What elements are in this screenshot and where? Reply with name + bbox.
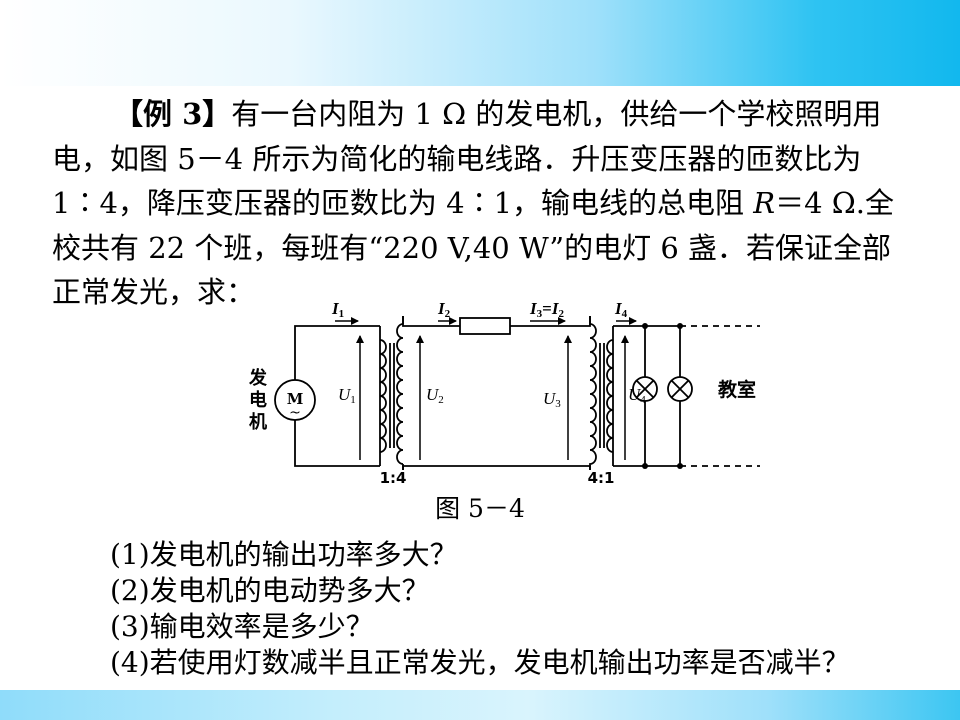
header-gradient-band xyxy=(0,0,960,86)
figure-caption: 图 5－4 xyxy=(435,494,525,523)
problem-text-part1: 有一台内阻为 1 Ω 的发电机，供给一个学校照明用电，如图 5－4 所示为简化的… xyxy=(52,97,882,220)
step-down-primary-coil xyxy=(589,316,597,470)
problem-text-part2: ＝4 Ω.全校共有 22 个班，每班有“220 V,40 W”的电灯 6 盏．若… xyxy=(52,186,895,309)
ac-symbol: ~ xyxy=(289,405,301,421)
u4-label: U4 xyxy=(628,385,646,406)
lamp-2-symbol xyxy=(667,376,693,402)
classroom-label: 教室 xyxy=(718,378,756,401)
lamp-1-symbol xyxy=(632,376,658,402)
u3-label: U3 xyxy=(543,389,561,410)
generator-symbol xyxy=(274,379,316,421)
generator-label-3: 机 xyxy=(249,412,267,433)
question-4: (4)若使用灯数减半且正常发光，发电机输出功率是否减半？ xyxy=(110,646,850,679)
question-1: (1)发电机的输出功率多大？ xyxy=(110,538,458,571)
i1-label: I1 xyxy=(331,299,344,320)
generator-label-1: 发 xyxy=(248,367,268,389)
resistance-symbol: R xyxy=(753,186,776,220)
question-3: (3)输电效率是多少？ xyxy=(110,610,374,643)
i3-label: I3=I2 xyxy=(529,299,564,320)
u1-label: U1 xyxy=(338,385,356,406)
step-up-secondary-coil xyxy=(396,323,404,465)
question-2: (2)发电机的电动势多大？ xyxy=(110,574,430,607)
i2-label: I2 xyxy=(437,299,451,320)
step-up-ratio-label: 1:4 xyxy=(380,469,407,487)
example-label: 【例 3】 xyxy=(114,97,232,131)
generator-label-2: 电 xyxy=(249,389,267,411)
problem-statement: 【例 3】有一台内阻为 1 Ω 的发电机，供给一个学校照明用电，如图 5－4 所… xyxy=(52,92,912,315)
step-down-secondary-coil xyxy=(606,339,614,453)
transmission-bottom xyxy=(402,465,591,470)
u2-label: U2 xyxy=(426,385,444,406)
footer-gradient-band xyxy=(0,690,960,720)
transmission-top-left xyxy=(402,316,460,327)
circuit-diagram: 发 电 机 M ~ I1 I2 I3=I2 I4 U1 U2 U3 U4 1:4… xyxy=(248,299,760,487)
i4-label: I4 xyxy=(614,299,628,320)
step-down-ratio-label: 4:1 xyxy=(588,469,615,487)
motor-symbol: M xyxy=(287,390,304,408)
line-resistor xyxy=(459,317,511,335)
step-up-primary-coil xyxy=(379,339,387,453)
primary-bottom-wire xyxy=(294,420,380,467)
primary-top-wire xyxy=(294,325,380,380)
